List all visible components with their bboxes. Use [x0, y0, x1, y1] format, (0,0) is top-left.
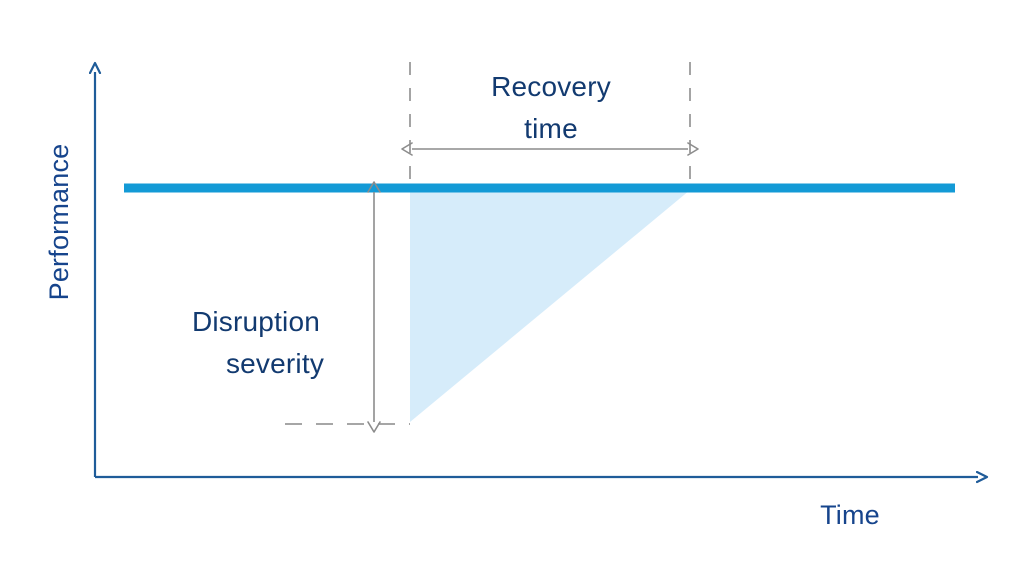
- disruption-recovery-area: [410, 190, 690, 422]
- y-axis-label: Performance: [44, 144, 74, 301]
- recovery-time-label-line1: Recovery: [491, 71, 611, 102]
- recovery-time-label-line2: time: [524, 113, 578, 144]
- disruption-severity-label-line2: severity: [226, 348, 324, 379]
- x-axis-label: Time: [820, 500, 880, 530]
- disruption-severity-label-line1: Disruption: [192, 306, 320, 337]
